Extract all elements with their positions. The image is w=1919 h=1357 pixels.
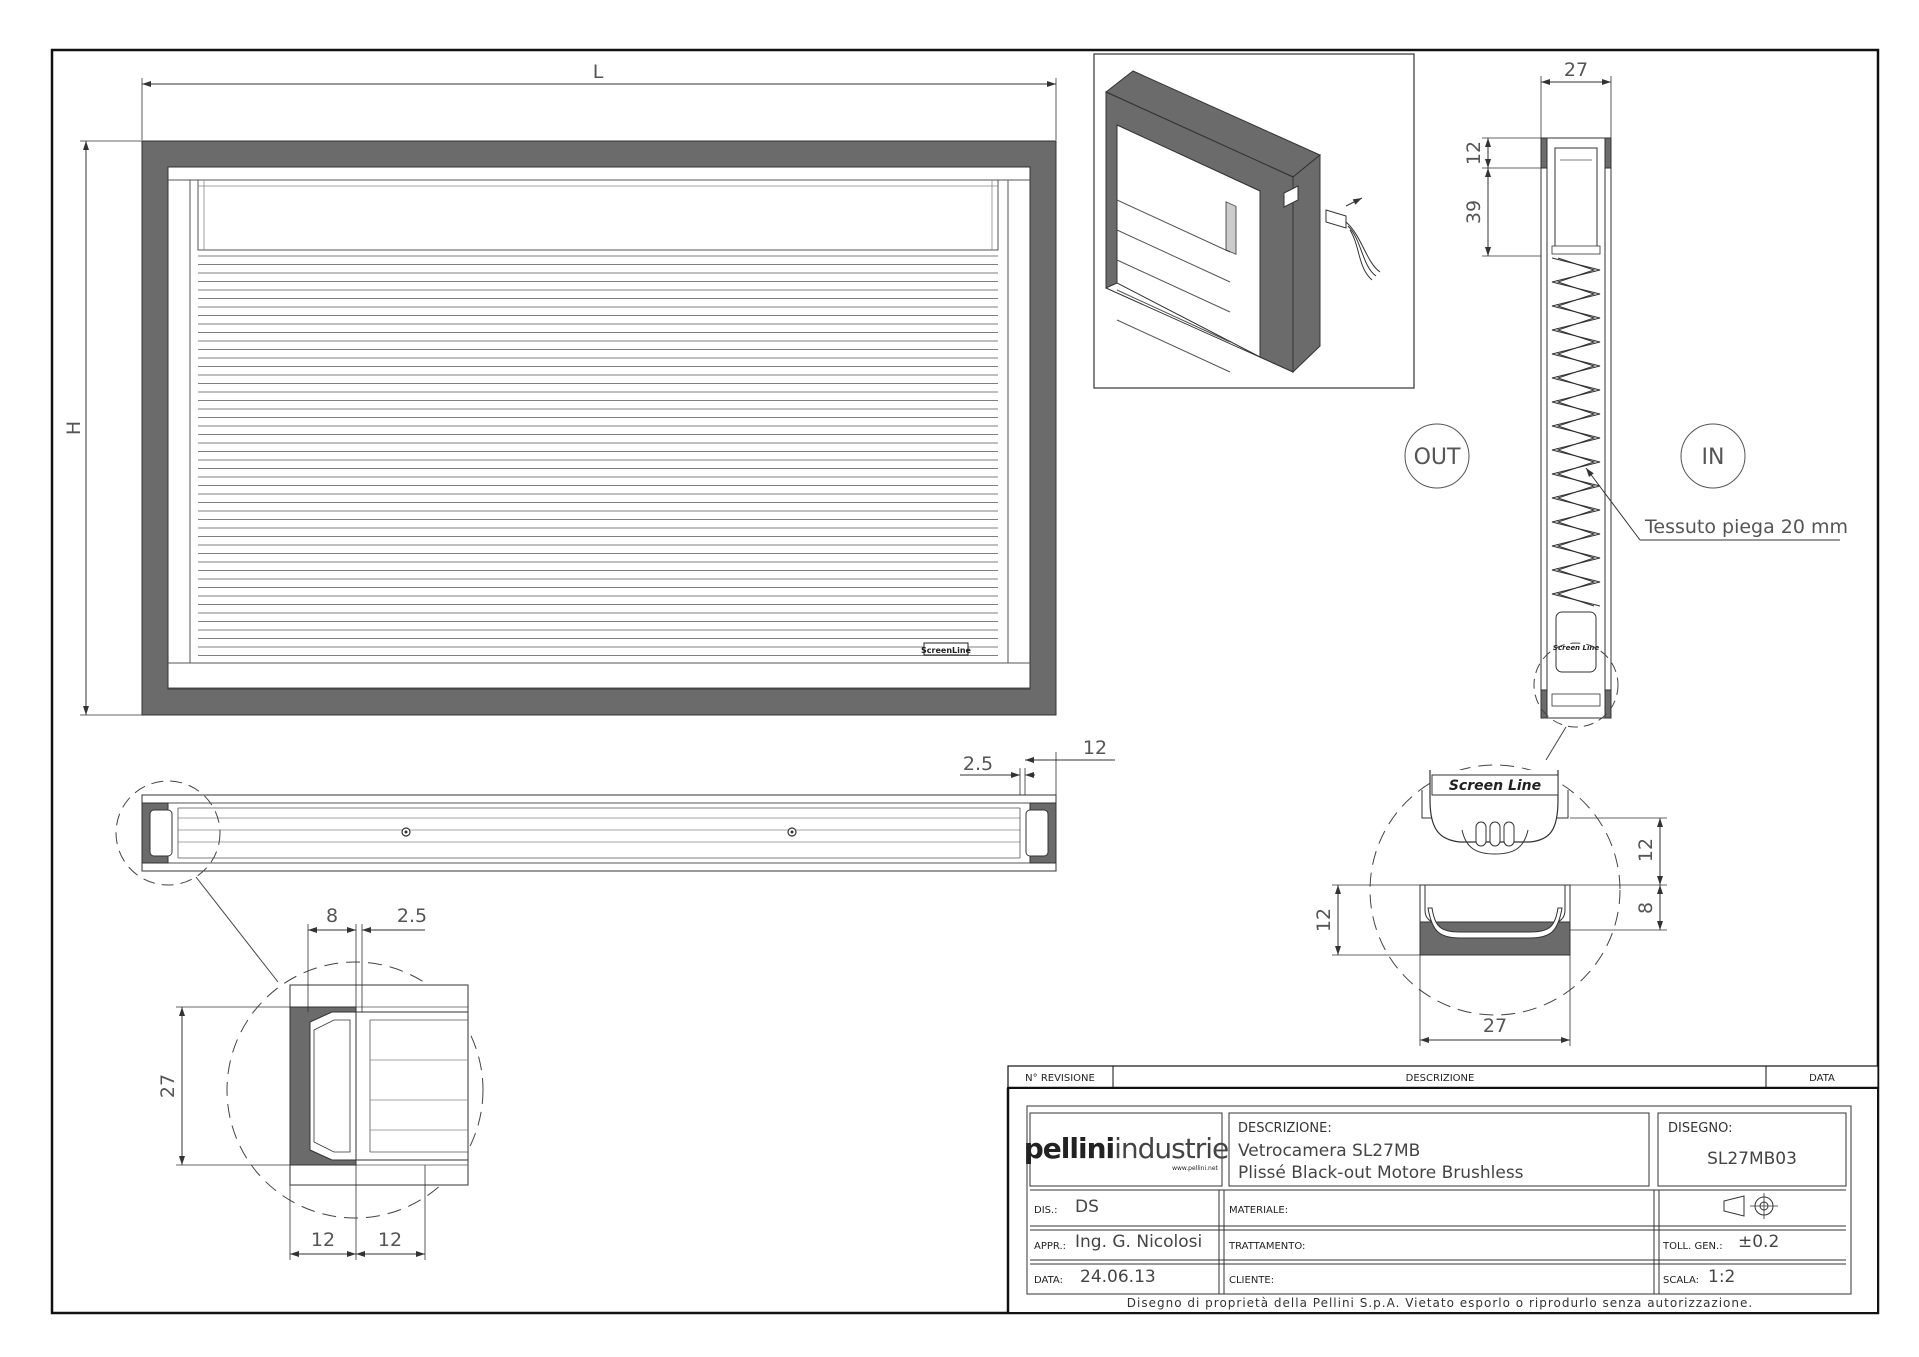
dimension-12-corner-right: 12 — [378, 1229, 402, 1251]
drawing-label: DISEGNO: — [1668, 1121, 1733, 1136]
dimension-2-5-top: 2.5 — [963, 753, 993, 775]
title-block: pelliniindustrie www.pellini.net DESCRIZ… — [1006, 1087, 1879, 1314]
headbox — [197, 179, 999, 251]
dimension-12-detail-right: 12 — [1635, 838, 1657, 862]
in-label: IN — [1702, 445, 1725, 470]
bottom-rail-detail: Screen Line 12 8 12 27 — [1313, 764, 1667, 1046]
ownership-footer: Disegno di proprietà della Pellini S.p.A… — [1127, 1296, 1753, 1310]
cable-connector — [1325, 197, 1381, 281]
out-marker — [1404, 423, 1470, 489]
fabric-note: Tessuto piega 20 mm — [1644, 516, 1848, 538]
revision-table: N° REVISIONE DESCRIZIONE DATA — [1007, 1065, 1879, 1090]
dimension-27-top: 27 — [1564, 59, 1588, 81]
approved-by-label: APPR.: — [1034, 1241, 1066, 1252]
first-angle-projection-icon — [1723, 1193, 1778, 1219]
dimension-12-corner-left: 12 — [311, 1229, 335, 1251]
dimension-27-detail: 27 — [1483, 1015, 1507, 1037]
dimension-27-corner: 27 — [157, 1074, 179, 1098]
scale-label: SCALA: — [1663, 1275, 1699, 1286]
screenline-badge — [923, 642, 969, 656]
treatment-label: TRATTAMENTO: — [1228, 1241, 1305, 1252]
company-url: www.pellini.net — [1172, 1165, 1218, 1172]
revision-col-number: N° REVISIONE — [1025, 1073, 1095, 1084]
tolerance-label: TOLL. GEN.: — [1662, 1241, 1723, 1252]
date-value: 24.06.13 — [1080, 1267, 1156, 1287]
drawing-number: SL27MB03 — [1707, 1149, 1797, 1169]
drawn-by-label: DIS.: — [1034, 1205, 1058, 1216]
approved-by-value: Ing. G. Nicolosi — [1075, 1232, 1202, 1252]
corner-detail: 8 2.5 27 12 12 — [157, 905, 484, 1260]
description-line-1: Vetrocamera SL27MB — [1238, 1141, 1420, 1161]
revision-col-date: DATA — [1809, 1073, 1835, 1084]
front-view: L H ScreenLine — [63, 61, 1057, 716]
pleated-fabric — [198, 255, 998, 656]
dimension-8-detail: 8 — [1635, 902, 1657, 914]
date-label: DATA: — [1034, 1275, 1063, 1286]
drawn-by-value: DS — [1075, 1197, 1099, 1217]
dimension-12-top: 12 — [1083, 737, 1107, 759]
dimension-8-corner: 8 — [326, 905, 338, 927]
dimension-2-5-corner: 2.5 — [397, 905, 427, 927]
isometric-view — [1093, 53, 1415, 389]
out-label: OUT — [1414, 445, 1461, 470]
revision-col-description: DESCRIZIONE — [1406, 1073, 1475, 1084]
company-logo: pelliniindustrie — [1024, 1132, 1229, 1165]
screenline-badge-label: ScreenLine — [921, 646, 972, 655]
dimension-39-headbox: 39 — [1463, 200, 1485, 224]
dimension-12-headbox: 12 — [1463, 141, 1485, 165]
screenline-profile-label: Screen Line — [1553, 644, 1599, 652]
description-line-2: Plissé Black-out Motore Brushless — [1238, 1163, 1524, 1183]
sheet-border — [50, 48, 1880, 1315]
screenline-detail-label: Screen Line — [1449, 778, 1541, 794]
side-section: 27 12 39 Screen Line OUT IN Tessu — [1404, 59, 1848, 761]
dimension-H: H — [63, 421, 85, 435]
client-label: CLIENTE: — [1229, 1275, 1274, 1286]
scale-value: 1:2 — [1708, 1267, 1735, 1287]
material-label: MATERIALE: — [1229, 1205, 1288, 1216]
tolerance-value: ±0.2 — [1738, 1232, 1779, 1252]
dimension-12-detail-left: 12 — [1313, 908, 1335, 932]
top-section: 2.5 12 — [115, 737, 1115, 983]
description-label: DESCRIZIONE: — [1238, 1121, 1332, 1136]
dimension-L: L — [593, 61, 604, 83]
in-marker — [1680, 423, 1746, 489]
